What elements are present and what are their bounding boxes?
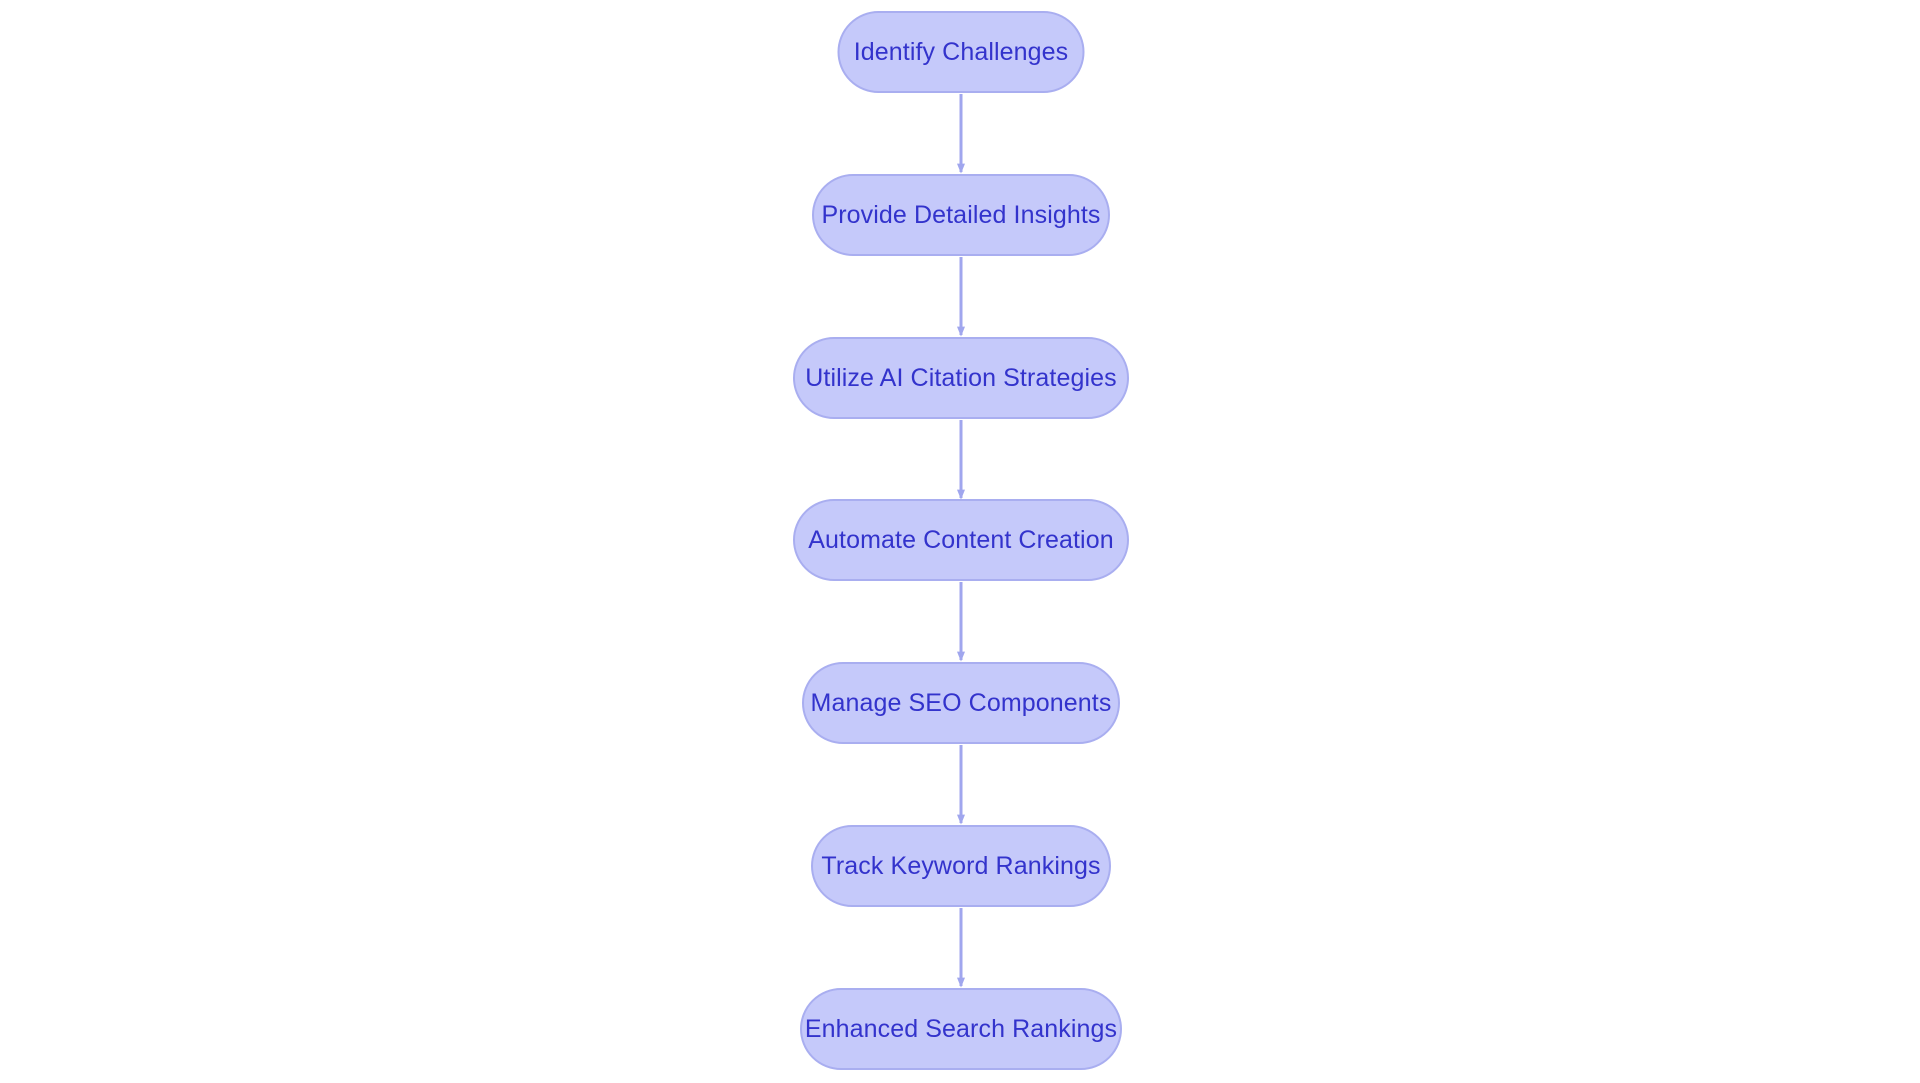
flow-node-n7[interactable]: Enhanced Search Rankings xyxy=(800,988,1122,1070)
flow-node-n5[interactable]: Manage SEO Components xyxy=(802,662,1120,744)
flow-node-label: Enhanced Search Rankings xyxy=(804,1014,1118,1043)
flow-node-n3[interactable]: Utilize AI Citation Strategies xyxy=(793,337,1129,419)
flow-node-n6[interactable]: Track Keyword Rankings xyxy=(811,825,1111,907)
flow-node-n1[interactable]: Identify Challenges xyxy=(837,11,1085,93)
flow-node-label: Track Keyword Rankings xyxy=(821,851,1101,880)
flow-node-n4[interactable]: Automate Content Creation xyxy=(793,499,1129,581)
flow-node-label: Identify Challenges xyxy=(853,37,1069,66)
flow-node-label: Utilize AI Citation Strategies xyxy=(805,363,1117,392)
flow-node-label: Automate Content Creation xyxy=(808,525,1114,554)
flow-node-n2[interactable]: Provide Detailed Insights xyxy=(812,174,1110,256)
flow-node-label: Provide Detailed Insights xyxy=(821,200,1101,229)
flow-node-label: Manage SEO Components xyxy=(810,688,1112,717)
